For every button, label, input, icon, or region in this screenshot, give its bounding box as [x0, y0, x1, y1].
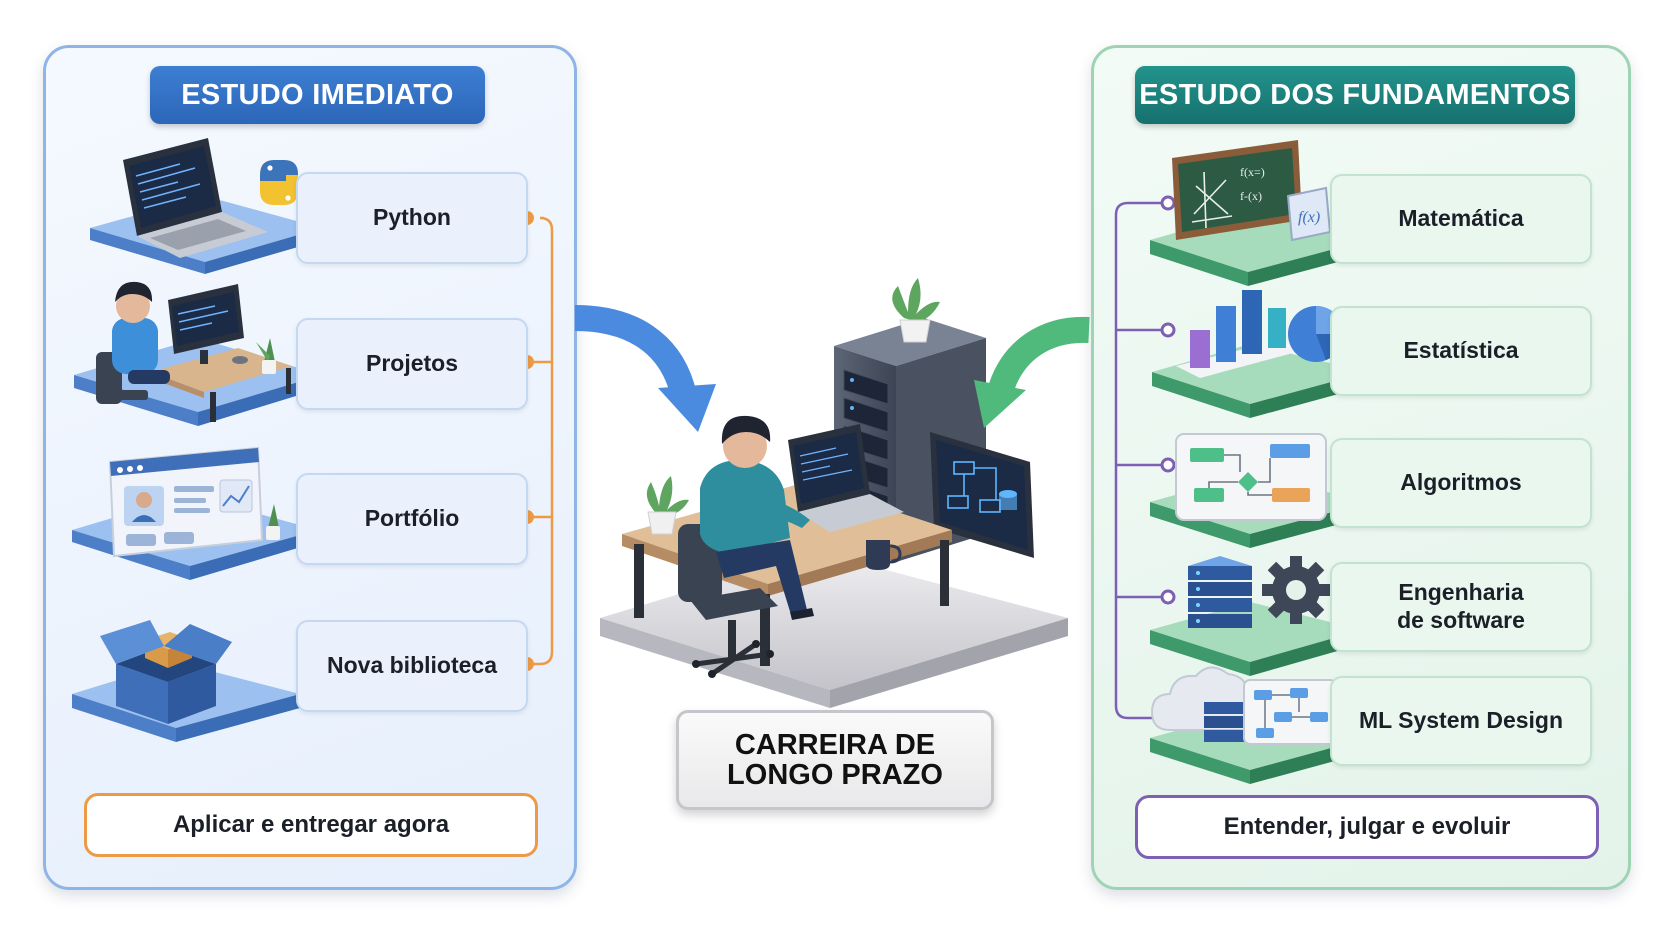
projects-card: Projetos: [296, 318, 528, 410]
laptop-python-icon: [90, 138, 322, 274]
projects-label: Projetos: [365, 350, 459, 377]
algorithms-connector-node: [1160, 457, 1176, 473]
left-to-career-arrow: [574, 305, 716, 432]
software-engineering-connector-node: [1160, 589, 1176, 605]
software-engineering-label-line1: Engenharia: [1398, 579, 1524, 606]
ml-system-design-label: ML System Design: [1358, 707, 1564, 734]
fundamentals-connector: [1114, 201, 1168, 720]
package-box-icon: [72, 620, 300, 742]
career-label-line2: LONGO PRAZO: [727, 759, 943, 791]
portfolio-card: Portfólio: [296, 473, 528, 565]
bar-pie-chart-icon: [1152, 290, 1368, 418]
ml-system-design-card: ML System Design: [1330, 676, 1592, 766]
svg-text:f(x): f(x): [1298, 209, 1320, 226]
portfolio-webpage-icon: [72, 446, 318, 580]
software-engineering-label-line2: de software: [1397, 607, 1525, 633]
python-label: Python: [373, 204, 451, 231]
portfolio-label: Portfólio: [364, 505, 460, 532]
math-card: Matemática: [1330, 174, 1592, 264]
software-engineering-card: Engenharia de software: [1330, 562, 1592, 652]
svg-text:f-(x): f-(x): [1240, 189, 1262, 203]
fundamentals-study-title: ESTUDO DOS FUNDAMENTOS: [1135, 66, 1575, 124]
new-library-card: Nova biblioteca: [296, 620, 528, 712]
algorithms-card: Algoritmos: [1330, 438, 1592, 528]
immediate-study-connector: [527, 216, 554, 666]
math-label: Matemática: [1398, 205, 1524, 232]
algorithms-label: Algoritmos: [1400, 469, 1522, 496]
career-label-line1: CARREIRA DE: [734, 728, 936, 761]
svg-text:f(x=): f(x=): [1240, 165, 1265, 179]
python-card: Python: [296, 172, 528, 264]
statistics-card: Estatística: [1330, 306, 1592, 396]
developer-desk-icon: [74, 281, 322, 426]
right-to-career-arrow: [974, 316, 1090, 428]
math-connector-node: [1160, 195, 1176, 211]
immediate-study-footer: Aplicar e entregar agora: [84, 793, 538, 857]
server-gear-icon: [1150, 556, 1362, 676]
statistics-label: Estatística: [1403, 337, 1519, 364]
chalkboard-math-icon: f(x=) f-(x) f(x): [1150, 140, 1368, 286]
new-library-label: Nova biblioteca: [327, 652, 497, 679]
fundamentals-study-footer: Entender, julgar e evoluir: [1135, 795, 1599, 859]
developer-server-workstation-icon: [600, 278, 1068, 708]
long-term-career-label: CARREIRA DE LONGO PRAZO: [676, 710, 994, 810]
statistics-connector-node: [1160, 322, 1176, 338]
immediate-study-title: ESTUDO IMEDIATO: [150, 66, 485, 124]
